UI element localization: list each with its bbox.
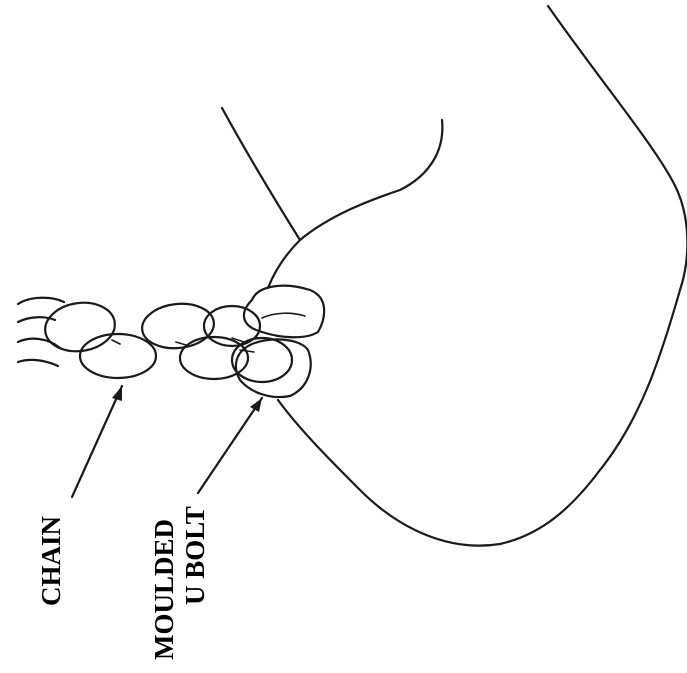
chain-link-6 bbox=[232, 338, 292, 382]
u-bolt-arrow bbox=[198, 398, 262, 493]
u-bolt-shape bbox=[244, 286, 324, 338]
chain-link-2 bbox=[80, 334, 156, 378]
chain-tail-lower bbox=[18, 339, 60, 366]
buoy-side-line bbox=[222, 108, 300, 240]
chain-label: CHAIN bbox=[38, 516, 65, 606]
buoy-upper-edge bbox=[300, 120, 442, 240]
chain-arrow bbox=[72, 386, 122, 497]
u-bolt-lower bbox=[236, 339, 311, 397]
chain bbox=[18, 298, 292, 382]
u-bolt-label-line1: MOULDED bbox=[151, 519, 178, 660]
chain-link-1 bbox=[42, 298, 118, 355]
buoy-outline bbox=[278, 6, 687, 546]
u-bolt-detail bbox=[262, 313, 305, 318]
buoy-inner-curve bbox=[268, 240, 300, 288]
u-bolt-label-line2: U BOLT bbox=[182, 506, 209, 605]
